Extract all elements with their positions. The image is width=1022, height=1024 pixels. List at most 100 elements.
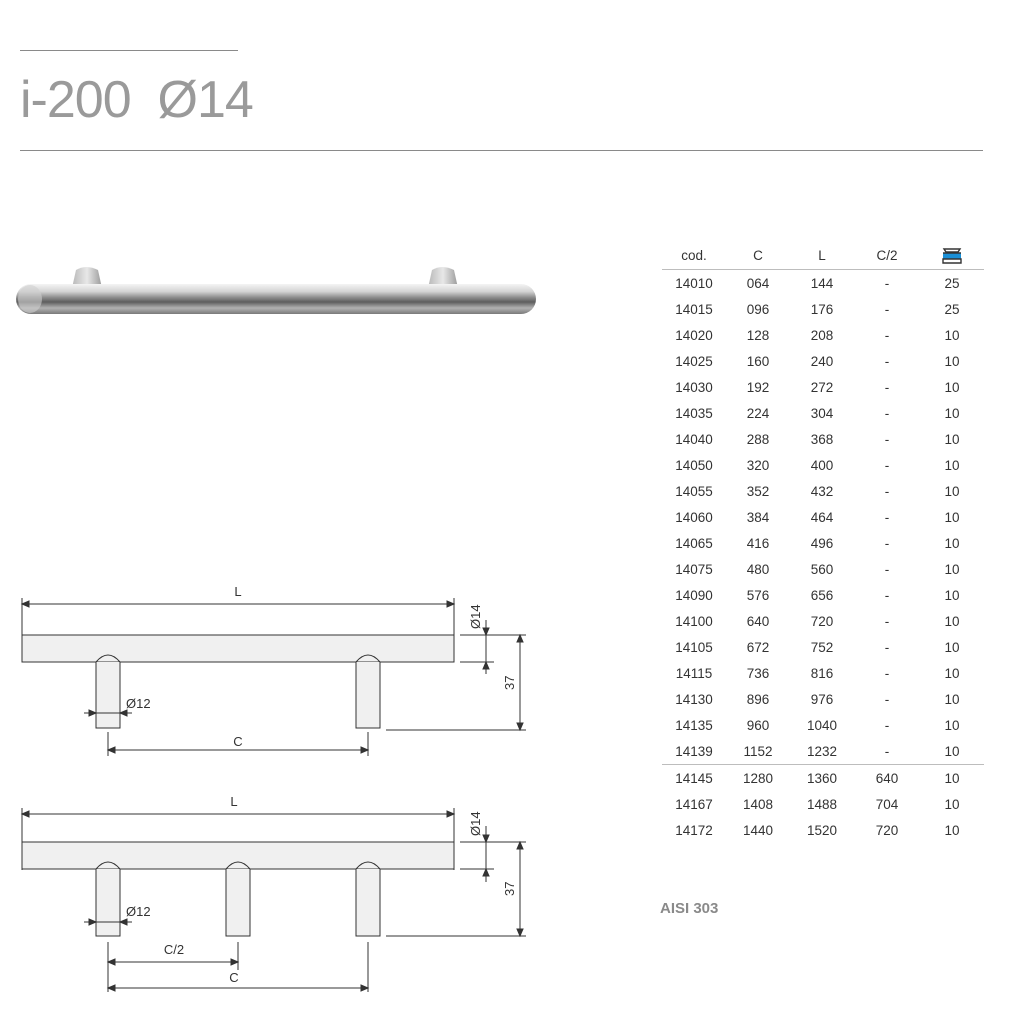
- cell-l: 816: [810, 665, 834, 681]
- cell-pack: 10: [944, 457, 960, 473]
- cell-c2: -: [884, 405, 890, 421]
- cell-l: 1488: [806, 796, 838, 812]
- cell-c: 384: [746, 509, 770, 525]
- cell-code: 14065: [675, 535, 713, 551]
- cell-c: 288: [746, 431, 770, 447]
- cell-pack: 10: [944, 717, 960, 733]
- cell-c: 416: [746, 535, 770, 551]
- dim-length-label: L: [230, 794, 237, 809]
- cell-c2: -: [884, 535, 890, 551]
- cell-l: 432: [810, 483, 834, 499]
- cell-c2: -: [884, 665, 890, 681]
- cell-code: 14145: [662, 764, 726, 791]
- cell-c: 576: [746, 587, 770, 603]
- cell-code: 14115: [675, 665, 713, 681]
- cell-pack: 10: [944, 379, 960, 395]
- cell-c: 096: [746, 301, 770, 317]
- cell-pack: 25: [944, 275, 960, 291]
- col-header-c2: C/2: [854, 242, 920, 270]
- cell-c2: -: [884, 483, 890, 499]
- cell-c: 640: [746, 613, 770, 629]
- cell-c: 1280: [726, 764, 790, 791]
- cell-code: 14055: [675, 483, 713, 499]
- cell-l: 1232: [806, 743, 838, 759]
- cell-pack: 10: [944, 639, 960, 655]
- cell-c: 672: [746, 639, 770, 655]
- dim-half-center-label: C/2: [164, 942, 184, 957]
- cell-c: 352: [746, 483, 770, 499]
- cell-pack: 10: [944, 587, 960, 603]
- dim-bar-diameter-label: Ø14: [468, 811, 483, 836]
- cell-code: 14090: [675, 587, 713, 603]
- cell-code: 14020: [675, 327, 713, 343]
- col-header-c: C: [726, 242, 790, 270]
- dim-leg-diameter-label: Ø12: [126, 696, 151, 711]
- cell-l: 720: [810, 613, 834, 629]
- cell-code: 14135: [675, 717, 713, 733]
- table-row: 14055 352 432 - 10: [662, 478, 984, 504]
- cell-pack: 10: [944, 431, 960, 447]
- cell-c2: -: [884, 457, 890, 473]
- cell-c: 736: [746, 665, 770, 681]
- cell-code: 14040: [675, 431, 713, 447]
- cell-c: 320: [746, 457, 770, 473]
- cell-pack: 10: [944, 613, 960, 629]
- cell-l: 496: [810, 535, 834, 551]
- cell-c2: -: [884, 275, 890, 291]
- col-header-pack: [920, 242, 984, 270]
- cell-pack: 25: [944, 301, 960, 317]
- cell-c: 896: [746, 691, 770, 707]
- cell-pack: 10: [944, 483, 960, 499]
- box-pack-icon: [942, 247, 962, 264]
- dim-height-label: 37: [502, 882, 517, 896]
- cell-code: 14105: [675, 639, 713, 655]
- cell-l: 304: [810, 405, 834, 421]
- cell-code: 14015: [675, 301, 713, 317]
- cell-l: 176: [810, 301, 834, 317]
- cell-l: 144: [810, 275, 834, 291]
- product-title: i-200 Ø14: [20, 71, 254, 129]
- cell-c: 1440: [742, 822, 774, 838]
- material-label: AISI 303: [660, 900, 719, 917]
- cell-pack: 10: [944, 743, 960, 759]
- dim-height-label: 37: [502, 676, 517, 690]
- cell-l: 240: [810, 353, 834, 369]
- cell-pack: 10: [944, 665, 960, 681]
- cell-c2: -: [884, 613, 890, 629]
- cell-code: 14025: [675, 353, 713, 369]
- cell-c2: -: [884, 561, 890, 577]
- cell-c: 480: [746, 561, 770, 577]
- cell-code: 14172: [675, 822, 713, 838]
- cell-l: 1040: [806, 717, 838, 733]
- cell-pack: 10: [944, 405, 960, 421]
- cell-c2: -: [884, 301, 890, 317]
- col-header-l: L: [790, 242, 854, 270]
- dim-bar-diameter-label: Ø14: [468, 604, 483, 629]
- cell-code: 14035: [675, 405, 713, 421]
- cell-c2: -: [884, 353, 890, 369]
- cell-code: 14139: [675, 743, 713, 759]
- cell-c2: -: [884, 327, 890, 343]
- table-row: 14015 096 176 - 25: [662, 296, 984, 322]
- cell-c: 1152: [743, 743, 773, 759]
- product-photo: [16, 267, 536, 314]
- cell-l: 272: [810, 379, 834, 395]
- top-rule: [20, 50, 238, 51]
- cell-l: 976: [810, 691, 834, 707]
